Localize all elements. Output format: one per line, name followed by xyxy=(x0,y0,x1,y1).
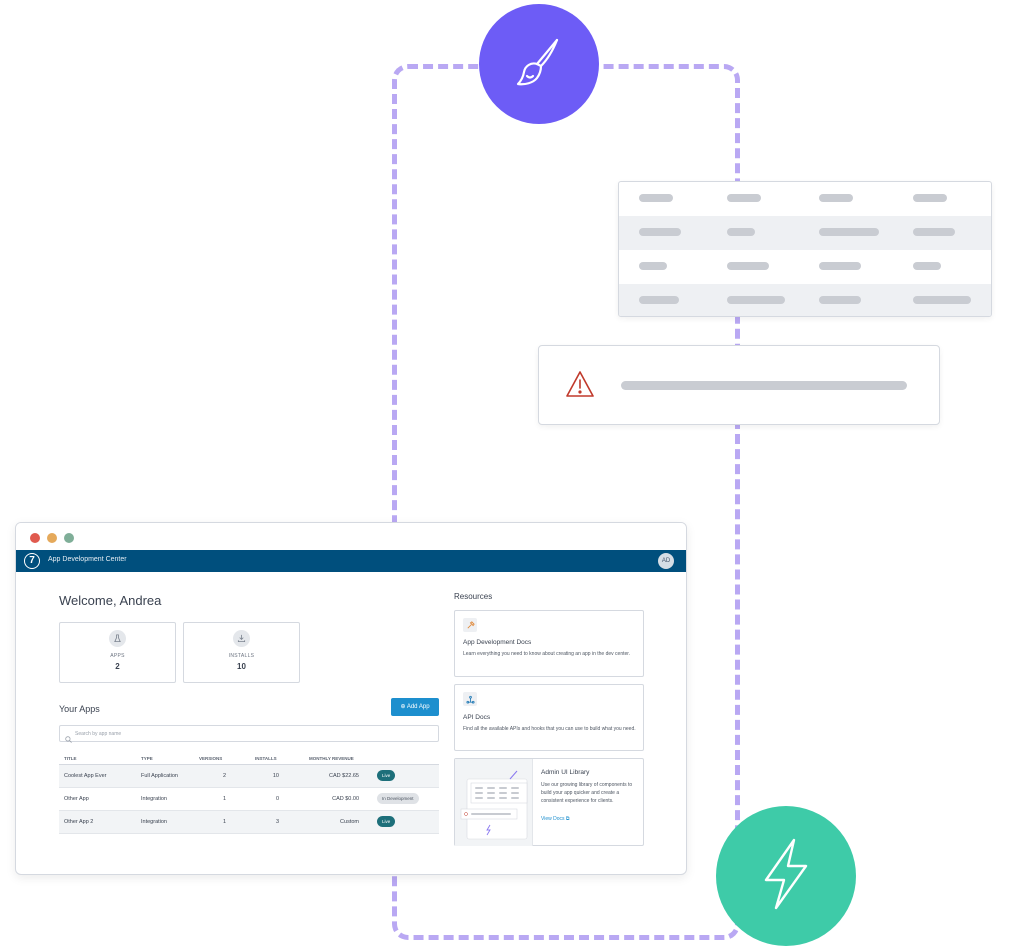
resource-title: App Development Docs xyxy=(463,639,532,646)
column-header-revenue[interactable]: MONTHLY REVENUE xyxy=(309,756,354,761)
resource-card-api-docs[interactable]: API Docs Find all the available APIs and… xyxy=(454,684,644,751)
stat-value: 2 xyxy=(115,662,120,671)
page-title: Welcome, Andrea xyxy=(59,593,162,608)
skeleton-row xyxy=(619,182,991,216)
app-title: App Development Center xyxy=(48,556,127,563)
table-row[interactable]: Coolest App Ever Full Application 2 10 C… xyxy=(59,765,439,788)
resource-title: API Docs xyxy=(463,714,491,721)
view-docs-link[interactable]: View Docs ⧉ xyxy=(541,816,570,822)
stat-label: APPS xyxy=(110,653,125,659)
flask-icon xyxy=(109,630,126,647)
hammer-icon xyxy=(463,618,477,632)
add-app-label: Add App xyxy=(406,704,430,710)
view-docs-label: View Docs xyxy=(541,816,565,822)
skeleton-row xyxy=(619,216,991,250)
app-title-cell: Other App xyxy=(64,796,89,802)
column-header-type[interactable]: TYPE xyxy=(141,756,153,761)
status-badge: In Development xyxy=(377,793,419,804)
skeleton-row xyxy=(619,284,991,316)
graph-icon xyxy=(463,692,477,706)
paintbrush-icon xyxy=(509,32,569,97)
stat-label: INSTALLS xyxy=(228,653,255,659)
stat-card-installs: INSTALLS 10 xyxy=(183,622,300,683)
section-title-resources: Resources xyxy=(454,592,493,601)
download-icon xyxy=(233,630,250,647)
warning-card xyxy=(538,345,940,425)
versions-cell: 1 xyxy=(222,796,226,802)
apps-table: TITLE TYPE VERSIONS INSTALLS MONTHLY REV… xyxy=(59,751,439,834)
skeleton-row xyxy=(619,250,991,284)
revenue-cell: CAD $0.00 xyxy=(332,796,359,802)
external-link-icon: ⧉ xyxy=(565,816,570,822)
resource-description: Learn everything you need to know about … xyxy=(463,651,631,657)
resource-title: Admin UI Library xyxy=(541,769,590,776)
library-illustration xyxy=(455,759,533,846)
column-header-versions[interactable]: VERSIONS xyxy=(199,756,223,761)
skeleton-table xyxy=(618,181,992,317)
app-type-cell: Integration xyxy=(141,819,167,825)
table-header: TITLE TYPE VERSIONS INSTALLS MONTHLY REV… xyxy=(59,751,439,765)
window-titlebar xyxy=(16,523,686,550)
installs-cell: 10 xyxy=(272,773,279,779)
avatar[interactable]: AD xyxy=(658,553,674,569)
add-app-button[interactable]: ⊕ Add App xyxy=(391,698,439,716)
app-title-cell: Other App 2 xyxy=(64,819,94,825)
section-title-your-apps: Your Apps xyxy=(59,704,100,714)
search-icon xyxy=(65,730,72,748)
column-header-installs[interactable]: INSTALLS xyxy=(255,756,277,761)
revenue-cell: Custom xyxy=(340,819,359,825)
app-header-bar: 7 App Development Center AD xyxy=(16,550,686,572)
table-row[interactable]: Other App Integration 1 0 CAD $0.00 In D… xyxy=(59,788,439,811)
search-placeholder: Search by app name xyxy=(75,731,122,737)
app-type-cell: Full Application xyxy=(141,773,178,779)
close-window-button[interactable] xyxy=(30,533,40,543)
app-title-cell: Coolest App Ever xyxy=(64,773,107,779)
stat-card-apps: APPS 2 xyxy=(59,622,176,683)
paintbrush-badge xyxy=(479,4,599,124)
resource-description: Find all the available APIs and hooks th… xyxy=(463,726,636,732)
warning-triangle-icon xyxy=(565,370,595,403)
skeleton-line xyxy=(621,381,907,390)
column-header-title[interactable]: TITLE xyxy=(64,756,77,761)
lightning-icon xyxy=(754,834,818,919)
resource-description: Use our growing library of components to… xyxy=(541,782,633,804)
installs-cell: 0 xyxy=(275,796,279,802)
versions-cell: 2 xyxy=(222,773,226,779)
status-badge: Live xyxy=(377,770,396,781)
stat-value: 10 xyxy=(237,662,246,671)
maximize-window-button[interactable] xyxy=(64,533,74,543)
table-row[interactable]: Other App 2 Integration 1 3 Custom Live xyxy=(59,811,439,834)
lightning-badge xyxy=(716,806,856,946)
minimize-window-button[interactable] xyxy=(47,533,57,543)
revenue-cell: CAD $22.65 xyxy=(329,773,359,779)
installs-cell: 3 xyxy=(275,819,279,825)
resource-card-dev-docs[interactable]: App Development Docs Learn everything yo… xyxy=(454,610,644,677)
versions-cell: 1 xyxy=(222,819,226,825)
search-input[interactable]: Search by app name xyxy=(59,725,439,743)
status-badge: Live xyxy=(377,816,396,827)
app-type-cell: Integration xyxy=(141,796,167,802)
resource-card-ui-library[interactable]: Admin UI Library Use our growing library… xyxy=(454,758,644,846)
app-window: 7 App Development Center AD Welcome, And… xyxy=(15,522,687,875)
plus-circle-icon: ⊕ xyxy=(400,704,406,710)
app-logo[interactable]: 7 xyxy=(24,553,40,569)
